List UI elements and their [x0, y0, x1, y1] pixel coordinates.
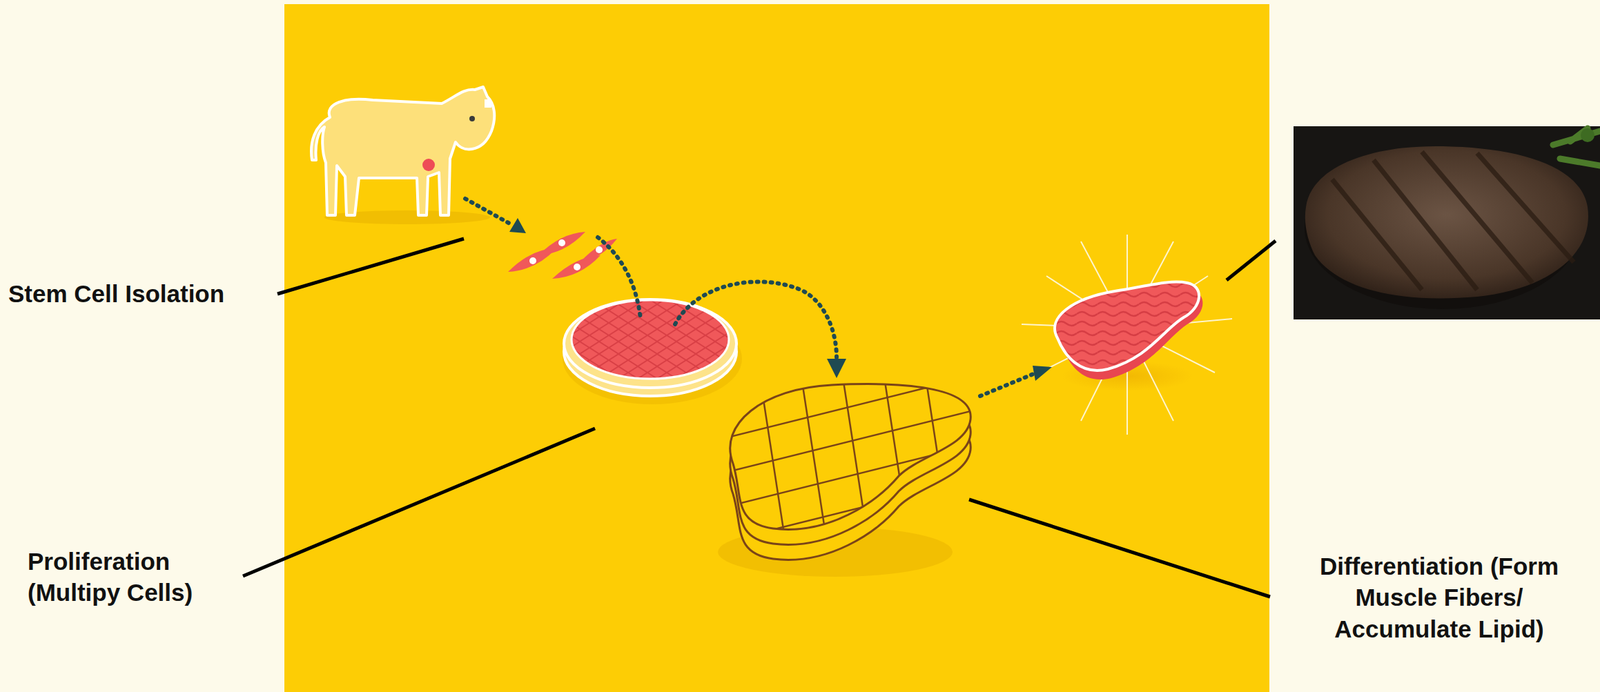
leader-lines: [242, 238, 1276, 598]
scaffold-steak: [710, 372, 988, 578]
cow-figure: [311, 86, 495, 225]
leader-line: [1226, 240, 1276, 281]
label-slot: Stem Cell Isolation: [8, 278, 227, 310]
leader-line: [969, 499, 1271, 598]
steak-photo: [1293, 126, 1600, 320]
stage-label: Stem Cell Isolation: [8, 278, 227, 310]
petri-dish: [562, 299, 743, 405]
leader-line: [277, 238, 464, 295]
arrow-heads: [509, 218, 1052, 382]
stage-label: Differentiation (Form Muscle Fibers/ Acc…: [1319, 550, 1560, 646]
flow-arrows: [465, 198, 1037, 397]
cultured-meat: [1021, 234, 1233, 435]
leader-line: [242, 428, 595, 577]
label-slot: Proliferation (Multipy Cells): [27, 545, 195, 609]
yellow-panel: [284, 4, 1270, 692]
label-slot: Differentiation (Form Muscle Fibers/ Acc…: [1319, 550, 1560, 646]
stage-label: Proliferation (Multipy Cells): [27, 545, 195, 609]
